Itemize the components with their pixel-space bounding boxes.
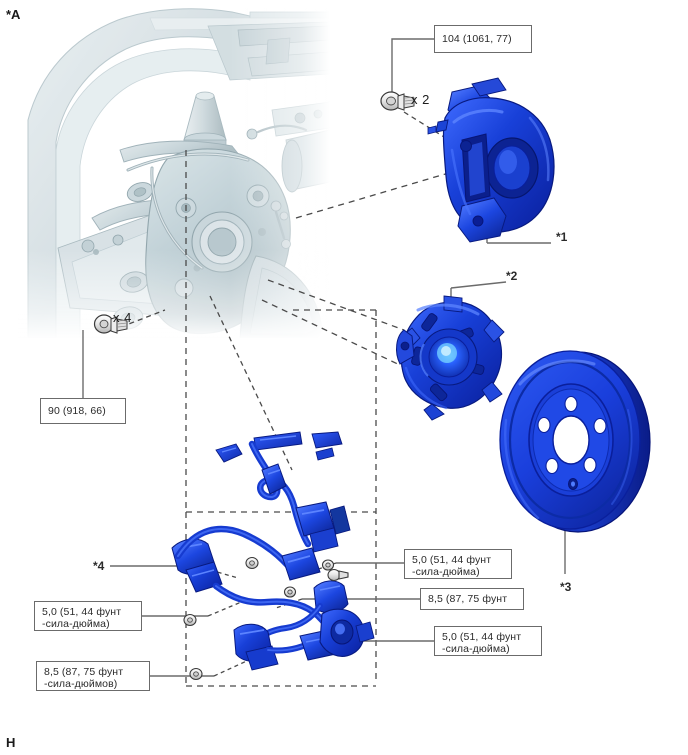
corner-mark-top-left: *A	[6, 7, 21, 22]
ref-tag-speed-sensor: *4	[93, 559, 105, 573]
speed-sensor-harness-lower-graphic	[171, 525, 375, 671]
caliper-bolt-graphic	[380, 91, 415, 111]
corner-mark-bottom-left: H	[6, 735, 16, 750]
axle-hub-graphic	[396, 295, 505, 421]
callout-torque-clamp-right-middle: 8,5 (87, 75 фунт	[420, 588, 524, 610]
ref-tag-axle-hub: *2	[506, 269, 518, 283]
quantity-hub-bolts: x 4	[113, 310, 132, 325]
callout-torque-speed-sensor-right-lower: 5,0 (51, 44 фунт -сила-дюйма)	[434, 626, 542, 656]
brake-disc-graphic	[499, 350, 651, 533]
ref-tag-caliper: *1	[556, 230, 568, 244]
quantity-caliper-bolts: x 2	[411, 92, 430, 107]
speed-sensor-harness-upper-graphic	[215, 431, 351, 553]
callout-torque-caliper: 104 (1061, 77)	[434, 25, 532, 53]
harness-fasteners-graphic	[183, 556, 349, 681]
callout-torque-clamp-left: 8,5 (87, 75 фунт -сила-дюймов)	[36, 661, 150, 691]
ref-tag-brake-disc: *3	[560, 580, 572, 594]
caliper-assembly-graphic	[427, 77, 555, 243]
callout-torque-hub: 90 (918, 66)	[40, 398, 126, 424]
callout-torque-speed-sensor-right-upper: 5,0 (51, 44 фунт -сила-дюйма)	[404, 549, 512, 579]
callout-torque-speed-sensor-left: 5,0 (51, 44 фунт -сила-дюйма)	[34, 601, 142, 631]
